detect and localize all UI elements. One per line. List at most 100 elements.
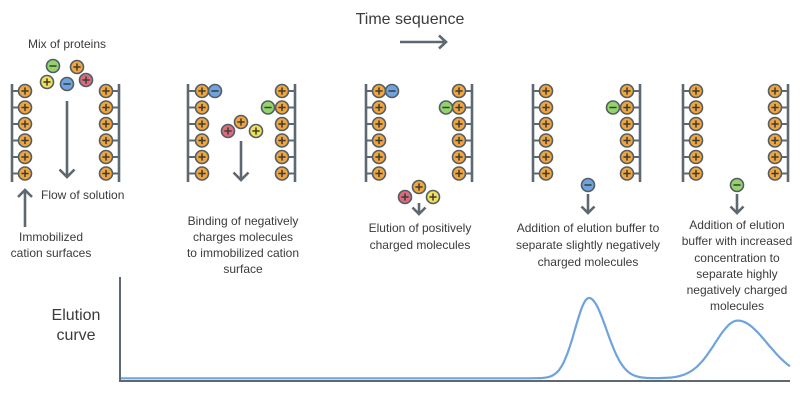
immobilized-cation — [371, 116, 387, 132]
immobilized-cation — [767, 133, 783, 148]
plus-sign-icon — [73, 63, 81, 71]
caption-line: surface — [223, 262, 263, 276]
plus-sign-icon — [692, 120, 700, 128]
immobilized-cation — [274, 166, 290, 181]
immobilized-cation — [619, 133, 635, 148]
plus-sign-icon — [102, 169, 110, 178]
immobilized-cation — [619, 166, 635, 181]
plus-sign-icon — [43, 78, 51, 86]
plus-sign-icon — [455, 103, 463, 112]
down-arrow-icon — [411, 203, 427, 216]
immobilized-cation — [194, 166, 210, 181]
plus-sign-icon — [198, 87, 206, 95]
panel-4-caption: Addition of elution buffer to separate s… — [516, 221, 660, 269]
immobilized-cation — [274, 116, 290, 132]
cation-surface-left — [10, 83, 33, 182]
caption-line: charged molecules — [538, 255, 639, 269]
caption-line: Immobilized — [19, 230, 83, 244]
caption-line: to immobilized cation — [187, 246, 299, 260]
caption-line: Addition of elution — [689, 218, 784, 232]
immobilized-cation — [17, 166, 33, 181]
immobilized-cation — [688, 100, 704, 115]
immobilized-cation — [767, 83, 783, 99]
immobilized-cation — [274, 149, 290, 165]
elution-chart — [119, 277, 791, 382]
immobilized-cation — [451, 83, 467, 99]
plus-sign-icon — [198, 120, 206, 128]
plus-sign-icon — [455, 87, 463, 95]
immobilized-cation — [688, 166, 704, 181]
plus-sign-icon — [623, 87, 631, 95]
plus-sign-icon — [198, 103, 206, 112]
panel-5-caption: Addition of elution buffer with increase… — [682, 218, 793, 313]
immobilized-cation — [17, 149, 33, 165]
panel-3-caption: Elution of positively charged molecules — [369, 221, 472, 252]
cation-surface-right — [451, 83, 474, 182]
up-arrow-icon — [17, 188, 33, 227]
immobilized-cation — [767, 149, 783, 165]
immobilized-cation — [274, 100, 290, 115]
right-arrow-icon — [400, 34, 448, 50]
plus-sign-icon — [455, 120, 463, 128]
immobilized-cation — [371, 133, 387, 148]
immobilized-cation — [451, 166, 467, 181]
immobilized-cation — [194, 133, 210, 148]
plus-sign-icon — [623, 153, 631, 161]
immobilized-cation — [17, 116, 33, 132]
bound-negative-molecule — [438, 100, 454, 115]
immobilized-cation — [619, 116, 635, 132]
caption-line: Addition of elution buffer to — [517, 221, 660, 235]
caption-line: separate highly — [696, 267, 777, 281]
immobilized-cation — [688, 83, 704, 99]
plus-sign-icon — [21, 136, 29, 145]
caption-line: buffer with increased — [682, 234, 793, 248]
plus-sign-icon — [102, 87, 110, 95]
immobilized-cation — [767, 100, 783, 115]
immobilized-cation — [17, 133, 33, 148]
cation-surface-right — [619, 83, 642, 182]
plus-sign-icon — [21, 120, 29, 128]
bound-negative-molecule — [605, 100, 621, 115]
immobilized-cation — [194, 100, 210, 115]
immobilized-cation — [688, 149, 704, 165]
cation-surface-left — [186, 83, 210, 182]
immobilized-cation — [688, 133, 704, 148]
plus-sign-icon — [278, 136, 286, 145]
immobilized-cation — [451, 133, 467, 148]
caption-line: Binding of negatively — [188, 214, 299, 228]
plus-sign-icon — [375, 153, 383, 161]
immobilized-cation — [98, 83, 114, 99]
plus-sign-icon — [102, 120, 110, 128]
protein-molecules — [39, 58, 745, 205]
immobilized-cation — [98, 166, 114, 181]
plus-sign-icon — [771, 120, 779, 128]
immobilized-cation — [17, 83, 33, 99]
immobilized-cation — [767, 166, 783, 181]
plus-sign-icon — [771, 103, 779, 112]
immobilized-cation — [371, 100, 387, 115]
free-negative-molecule — [580, 177, 596, 193]
free-negative-molecule — [729, 177, 745, 193]
plus-sign-icon — [623, 120, 631, 128]
immobilized-cation — [274, 133, 290, 148]
plus-sign-icon — [102, 153, 110, 161]
plus-sign-icon — [252, 127, 260, 135]
cation-surface-right — [767, 83, 790, 182]
immobilized-cation — [538, 149, 554, 165]
free-positive-molecule — [411, 179, 427, 195]
immobilized-cation — [194, 149, 210, 165]
plus-sign-icon — [375, 87, 383, 95]
plus-sign-icon — [21, 153, 29, 161]
caption-line: separate slightly negatively — [516, 238, 660, 252]
immobilized-cation — [98, 149, 114, 165]
cation-surface-left — [364, 83, 387, 182]
cation-surface-left — [681, 83, 704, 182]
plus-sign-icon — [771, 153, 779, 161]
immobilized-cation — [619, 83, 635, 99]
immobilized-cation — [538, 100, 554, 115]
free-positive-molecule — [78, 72, 94, 88]
free-positive-molecule — [425, 189, 441, 205]
plus-sign-icon — [692, 87, 700, 95]
caption-line: negatively charged — [687, 283, 788, 297]
